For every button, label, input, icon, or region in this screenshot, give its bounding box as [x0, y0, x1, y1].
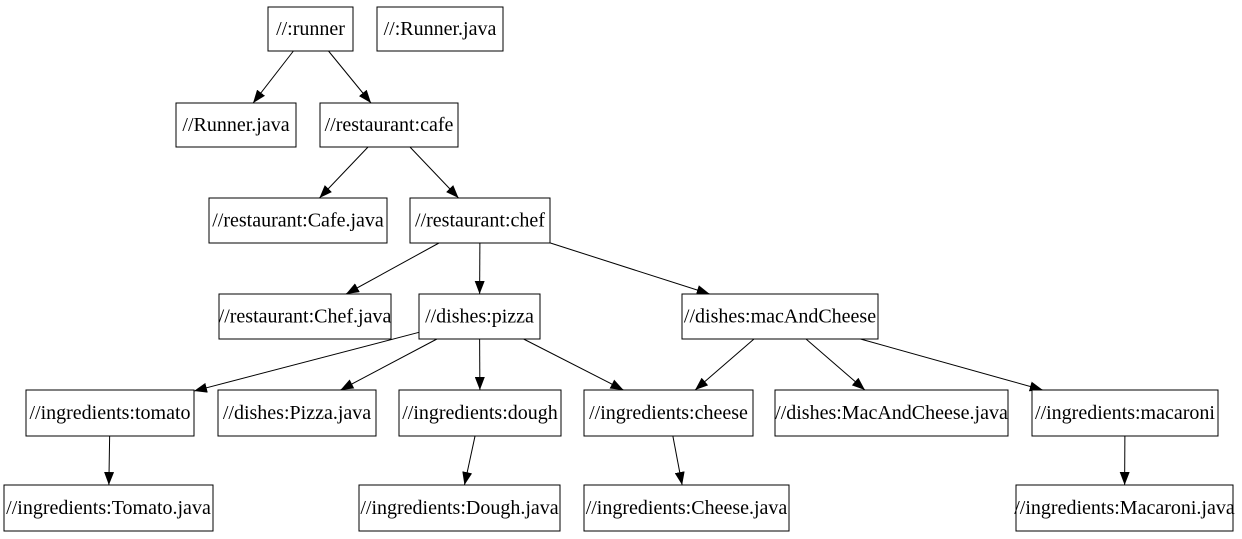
- edge-cafe-chef: [409, 146, 459, 199]
- node-mac_java: //dishes:MacAndCheese.java: [774, 389, 1009, 437]
- edge-chef-mac_and_cheese: [549, 242, 710, 295]
- node-runner_java: //Runner.java: [175, 102, 297, 148]
- edge-chef-chef_java: [345, 242, 440, 295]
- node-runner_java_top: //:Runner.java: [376, 6, 504, 52]
- node-label-cheese: //ingredients:cheese: [589, 402, 748, 424]
- node-runner: //:runner: [267, 6, 354, 52]
- node-label-tomato_java: //ingredients:Tomato.java: [6, 497, 211, 519]
- edge-pizza-tomato: [193, 331, 420, 393]
- node-label-cheese_java: //ingredients:Cheese.java: [586, 497, 788, 519]
- node-box-tomato: [25, 389, 195, 437]
- node-box-cafe: [319, 102, 459, 148]
- edge-layer: [104, 50, 1130, 486]
- node-macaroni: //ingredients:macaroni: [1031, 389, 1219, 437]
- edge-runner-cafe: [328, 50, 372, 104]
- edge-pizza-pizza_java: [340, 338, 438, 391]
- edge-dough-dough_java: [462, 435, 476, 486]
- node-label-tomato: //ingredients:tomato: [29, 402, 190, 424]
- edge-tomato-tomato_java: [104, 435, 115, 486]
- node-pizza_java: //dishes:Pizza.java: [217, 389, 377, 437]
- node-box-chef: [409, 197, 551, 244]
- edge-cafe-cafe_java: [319, 146, 369, 199]
- edge-mac_and_cheese-mac_java: [805, 338, 866, 391]
- node-cafe: //restaurant:cafe: [319, 102, 459, 148]
- node-label-mac_and_cheese: //dishes:macAndCheese: [684, 306, 876, 328]
- node-label-runner_java: //Runner.java: [182, 114, 289, 136]
- node-box-cheese_java: [583, 484, 790, 532]
- edge-pizza-cheese: [523, 338, 624, 391]
- edge-mac_and_cheese-macaroni: [860, 338, 1043, 392]
- node-chef_java: //restaurant:Chef.java: [218, 293, 392, 340]
- node-layer: //:runner //:Runner.java //Runner.java //re…: [3, 6, 1235, 532]
- node-label-cafe: //restaurant:cafe: [325, 114, 454, 136]
- node-chef: //restaurant:chef: [409, 197, 551, 244]
- node-macaroni_java: //ingredients:Macaroni.java: [1014, 484, 1235, 532]
- node-label-chef: //restaurant:chef: [415, 210, 545, 232]
- node-cheese_java: //ingredients:Cheese.java: [583, 484, 790, 532]
- node-dough_java: //ingredients:Dough.java: [358, 484, 561, 532]
- node-label-cafe_java: //restaurant:Cafe.java: [212, 210, 384, 232]
- node-box-dough_java: [358, 484, 561, 532]
- node-label-chef_java: //restaurant:Chef.java: [219, 306, 392, 328]
- node-box-macaroni: [1031, 389, 1219, 437]
- node-box-tomato_java: [3, 484, 214, 532]
- node-box-chef_java: [218, 293, 392, 340]
- node-tomato: //ingredients:tomato: [25, 389, 195, 437]
- node-label-pizza: //dishes:pizza: [425, 306, 534, 328]
- edge-mac_and_cheese-cheese: [694, 338, 755, 391]
- node-label-runner_java_top: //:Runner.java: [384, 18, 497, 40]
- edge-cheese-cheese_java: [672, 435, 685, 486]
- node-box-pizza_java: [217, 389, 377, 437]
- edge-runner-runner_java: [252, 50, 294, 104]
- node-box-runner: [267, 6, 354, 52]
- node-label-macaroni: //ingredients:macaroni: [1035, 402, 1215, 424]
- node-box-mac_and_cheese: [681, 293, 879, 340]
- node-tomato_java: //ingredients:Tomato.java: [3, 484, 214, 532]
- node-box-dough: [398, 389, 562, 437]
- node-box-cheese: [583, 389, 754, 437]
- node-cheese: //ingredients:cheese: [583, 389, 754, 437]
- node-cafe_java: //restaurant:Cafe.java: [208, 197, 388, 244]
- node-box-runner_java: [175, 102, 297, 148]
- node-box-runner_java_top: [376, 6, 504, 52]
- node-label-pizza_java: //dishes:Pizza.java: [223, 402, 371, 424]
- node-label-runner: //:runner: [276, 18, 345, 40]
- node-box-macaroni_java: [1015, 484, 1234, 532]
- node-box-pizza: [418, 293, 541, 340]
- node-label-macaroni_java: //ingredients:Macaroni.java: [1014, 497, 1235, 519]
- node-label-dough_java: //ingredients:Dough.java: [360, 497, 558, 519]
- node-box-mac_java: [774, 389, 1009, 437]
- node-dough: //ingredients:dough: [398, 389, 562, 437]
- node-pizza: //dishes:pizza: [418, 293, 541, 340]
- node-label-dough: //ingredients:dough: [402, 402, 558, 424]
- node-label-mac_java: //dishes:MacAndCheese.java: [775, 402, 1008, 424]
- node-mac_and_cheese: //dishes:macAndCheese: [681, 293, 879, 340]
- node-box-cafe_java: [208, 197, 388, 244]
